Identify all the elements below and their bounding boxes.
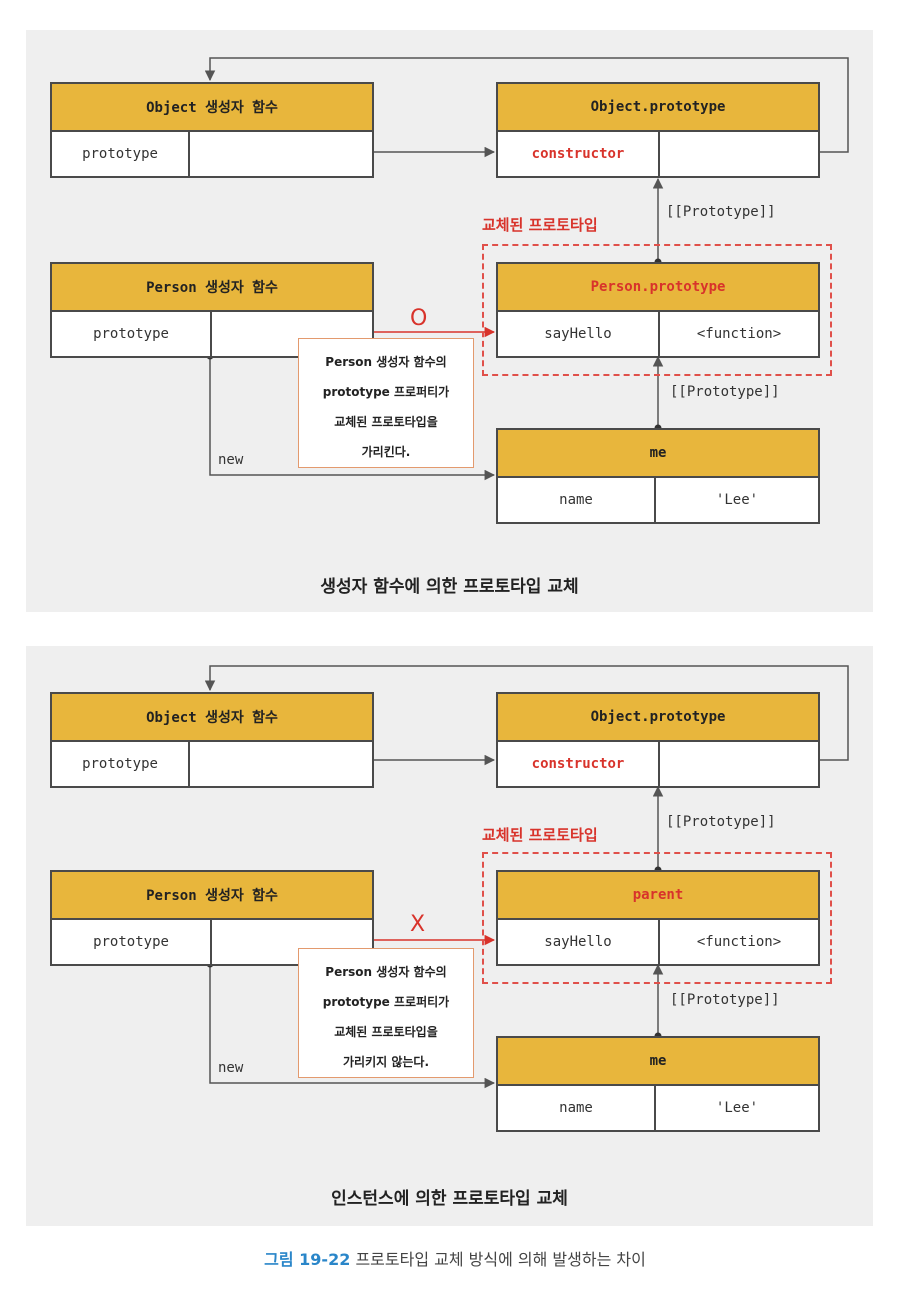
prototype-key: prototype — [82, 756, 158, 772]
person-prototype-box: Person.prototype sayHello <function> — [496, 262, 820, 358]
note-line: 교체된 프로토타입을 — [334, 1025, 438, 1039]
replaced-prototype-outline — [482, 852, 832, 984]
diagram-panel-1: Object 생성자 함수 prototype Object.prototype… — [26, 30, 873, 612]
object-constructor-box: Object 생성자 함수 prototype — [50, 692, 374, 788]
note-line: 교체된 프로토타입을 — [334, 415, 438, 429]
note-line: prototype 프로퍼티가 — [322, 385, 450, 399]
note-line: prototype 프로퍼티가 — [322, 995, 450, 1009]
prototype-key: prototype — [93, 326, 169, 342]
note-line: Person 생성자 함수의 — [325, 355, 447, 369]
person-prototype-title: Person.prototype — [498, 264, 818, 312]
replaced-prototype-label: 교체된 프로토타입 — [482, 826, 598, 844]
sayhello-key: sayHello — [544, 934, 612, 950]
prototype-link-label-2: [[Prototype]] — [670, 992, 780, 1008]
name-value: 'Lee' — [654, 1086, 818, 1130]
figure-caption: 그림 19-22 프로토타입 교체 방식에 의해 발생하는 차이 — [0, 1246, 910, 1270]
prototype-link-label-2: [[Prototype]] — [670, 384, 780, 400]
constructor-key: constructor — [531, 756, 625, 772]
prototype-value-cell — [188, 742, 372, 786]
sayhello-value: <function> — [658, 312, 818, 356]
constructor-value-cell — [658, 742, 818, 786]
parent-prototype-title: parent — [498, 872, 818, 920]
person-constructor-title: Person 생성자 함수 — [52, 264, 372, 312]
prototype-value-cell — [210, 312, 372, 356]
not-points-to-mark: X — [410, 912, 426, 937]
prototype-key: prototype — [82, 146, 158, 162]
figure-caption-text: 프로토타입 교체 방식에 의해 발생하는 차이 — [355, 1250, 646, 1269]
name-key: name — [559, 492, 593, 508]
object-constructor-title: Object 생성자 함수 — [52, 694, 372, 742]
object-prototype-title: Object.prototype — [498, 84, 818, 132]
panel-title: 생성자 함수에 의한 프로토타입 교체 — [320, 577, 579, 597]
prototype-value-cell — [210, 920, 372, 964]
instance-title: me — [498, 1038, 818, 1086]
annotation-note: Person 생성자 함수의 prototype 프로퍼티가 교체된 프로토타입… — [298, 338, 474, 468]
prototype-value-cell — [188, 132, 372, 176]
note-line: 가리키지 않는다. — [342, 1055, 430, 1069]
figure-number: 그림 19-22 — [264, 1250, 351, 1269]
sayhello-value: <function> — [658, 920, 818, 964]
new-label: new — [218, 1060, 244, 1076]
prototype-key: prototype — [93, 934, 169, 950]
parent-prototype-box: parent sayHello <function> — [496, 870, 820, 966]
person-constructor-title: Person 생성자 함수 — [52, 872, 372, 920]
panel-title: 인스턴스에 의한 프로토타입 교체 — [331, 1189, 568, 1209]
note-line: 가리킨다. — [361, 445, 411, 459]
instance-box: me name 'Lee' — [496, 1036, 820, 1132]
object-constructor-box: Object 생성자 함수 prototype — [50, 82, 374, 178]
diagram-panel-2: Object 생성자 함수 prototype Object.prototype… — [26, 646, 873, 1226]
instance-box: me name 'Lee' — [496, 428, 820, 524]
name-value: 'Lee' — [654, 478, 818, 522]
prototype-link-label-1: [[Prototype]] — [666, 814, 776, 830]
sayhello-key: sayHello — [544, 326, 612, 342]
prototype-link-label-1: [[Prototype]] — [666, 204, 776, 220]
annotation-note: Person 생성자 함수의 prototype 프로퍼티가 교체된 프로토타입… — [298, 948, 474, 1078]
object-prototype-box: Object.prototype constructor — [496, 692, 820, 788]
person-constructor-box: Person 생성자 함수 prototype — [50, 870, 374, 966]
points-to-mark: O — [410, 306, 428, 331]
object-prototype-box: Object.prototype constructor — [496, 82, 820, 178]
object-constructor-title: Object 생성자 함수 — [52, 84, 372, 132]
constructor-value-cell — [658, 132, 818, 176]
replaced-prototype-label: 교체된 프로토타입 — [482, 216, 598, 234]
object-prototype-title: Object.prototype — [498, 694, 818, 742]
instance-title: me — [498, 430, 818, 478]
constructor-key: constructor — [531, 146, 625, 162]
new-label: new — [218, 452, 244, 468]
replaced-prototype-outline — [482, 244, 832, 376]
note-line: Person 생성자 함수의 — [325, 965, 447, 979]
name-key: name — [559, 1100, 593, 1116]
